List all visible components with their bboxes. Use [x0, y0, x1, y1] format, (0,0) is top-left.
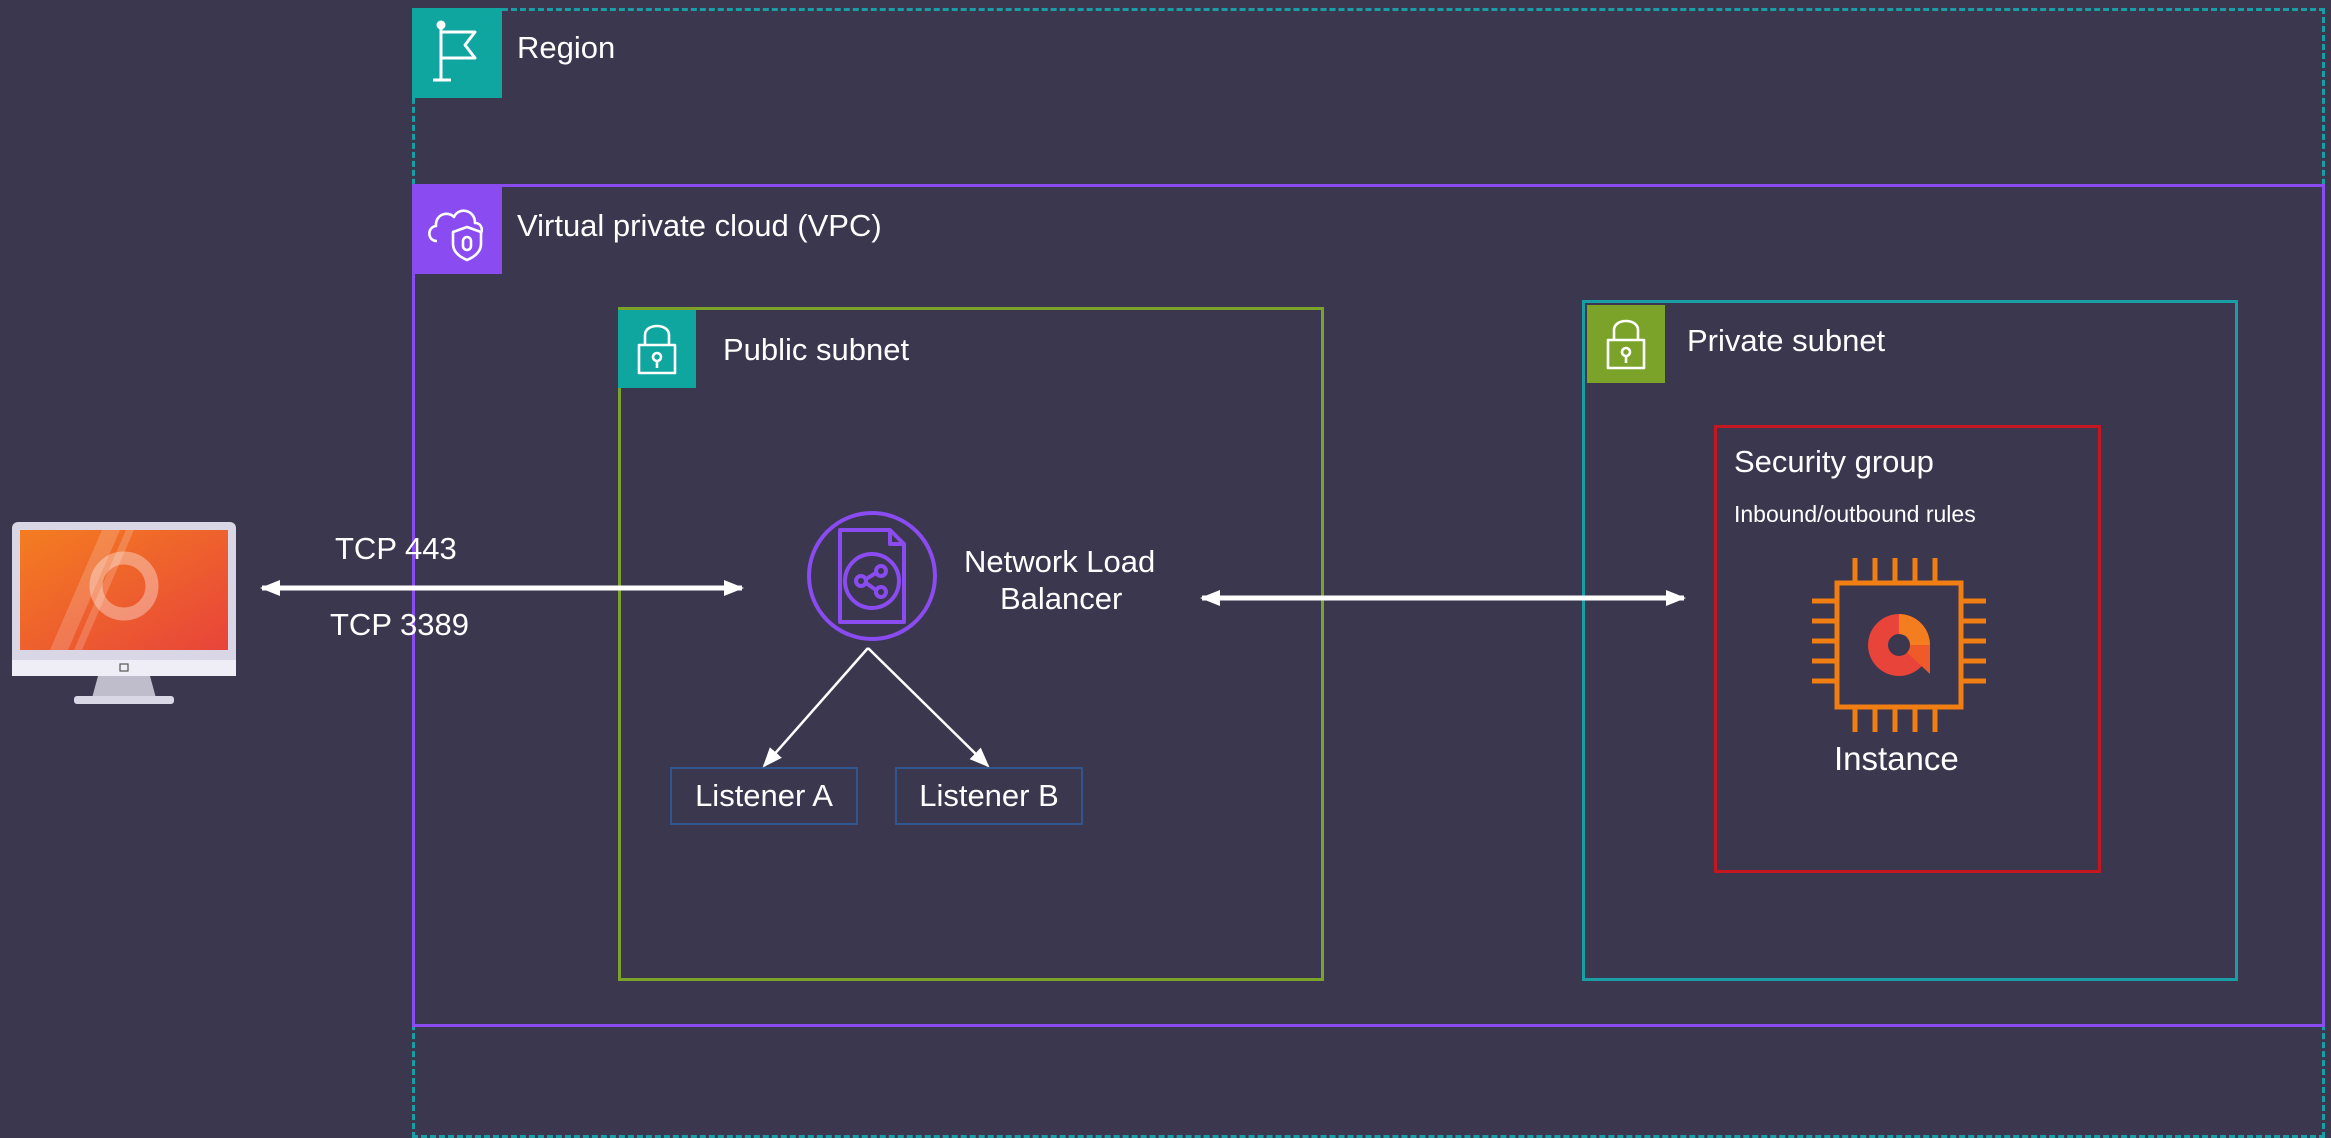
private-subnet-label: Private subnet [1687, 323, 1886, 358]
ec2-instance-chip-icon [1810, 558, 1988, 734]
listener-a: Listener A [670, 767, 858, 825]
network-load-balancer-icon [804, 508, 940, 644]
public-subnet-boundary [618, 307, 1324, 981]
security-group-title: Security group [1734, 444, 1934, 479]
nlb-to-listener-b-arrow [867, 647, 990, 768]
cloud-shield-icon [412, 184, 502, 274]
listener-b: Listener B [895, 767, 1083, 825]
flag-icon [412, 8, 502, 98]
load-balancer-label-line1: Network Load [964, 544, 1156, 579]
vpc-label: Virtual private cloud (VPC) [517, 208, 882, 243]
vpc-boundary [412, 184, 2325, 1027]
lock-icon [618, 310, 696, 388]
security-group-boundary [1714, 425, 2101, 873]
load-balancer-label-line2: Balancer [1000, 581, 1123, 616]
public-subnet-label: Public subnet [723, 332, 910, 367]
instance-label: Instance [1834, 740, 1959, 777]
port-label-tcp-443: TCP 443 [335, 531, 457, 566]
private-subnet-boundary [1582, 300, 2238, 981]
security-group-subtitle: Inbound/outbound rules [1734, 501, 1976, 527]
lock-icon [1587, 305, 1665, 383]
desktop-computer-icon [10, 520, 240, 710]
port-label-tcp-3389: TCP 3389 [330, 607, 470, 642]
region-label: Region [517, 30, 616, 65]
nlb-to-listener-a-arrow [762, 647, 869, 768]
